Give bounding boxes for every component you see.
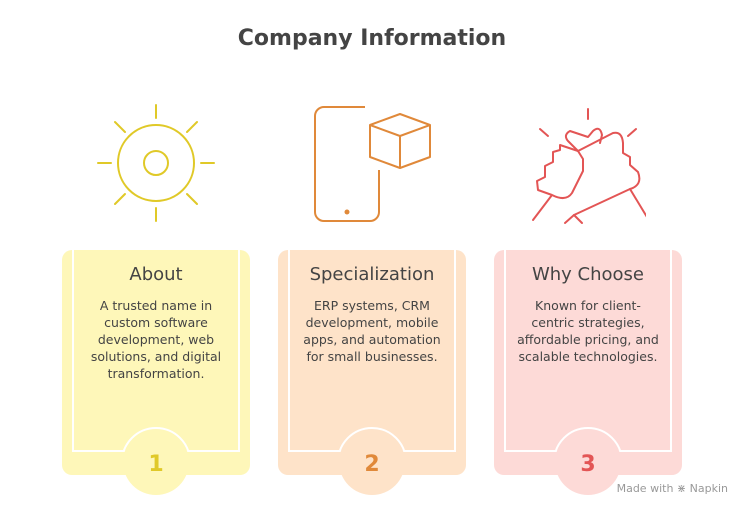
card-why-choose: Why Choose Known for client-centric stra… — [494, 250, 682, 495]
made-with-label: Made with — [616, 482, 674, 495]
napkin-brand: Napkin — [689, 482, 728, 495]
napkin-watermark: Made with ⋇ Napkin — [617, 482, 728, 495]
card-about: About A trusted name in custom software … — [62, 250, 250, 495]
phone-box-icon — [314, 106, 431, 222]
card-text: Known for client-centric strategies, aff… — [517, 298, 659, 364]
napkin-logo-icon: ⋇ — [676, 482, 687, 495]
card-text: A trusted name in custom software develo… — [90, 298, 222, 381]
card-number: 3 — [580, 452, 596, 477]
card-heading: Specialization — [309, 264, 435, 285]
card-heading: About — [129, 264, 183, 285]
card-specialization: Specialization ERP systems, CRM developm… — [278, 250, 466, 495]
card-number: 2 — [364, 452, 380, 477]
card-heading: Why Choose — [531, 264, 645, 285]
card-text: ERP systems, CRM development, mobile app… — [303, 298, 441, 364]
handshake-icon — [532, 108, 646, 224]
sun-icon — [97, 104, 215, 222]
card-number: 1 — [148, 452, 164, 477]
page-title: Company Information — [237, 26, 507, 51]
